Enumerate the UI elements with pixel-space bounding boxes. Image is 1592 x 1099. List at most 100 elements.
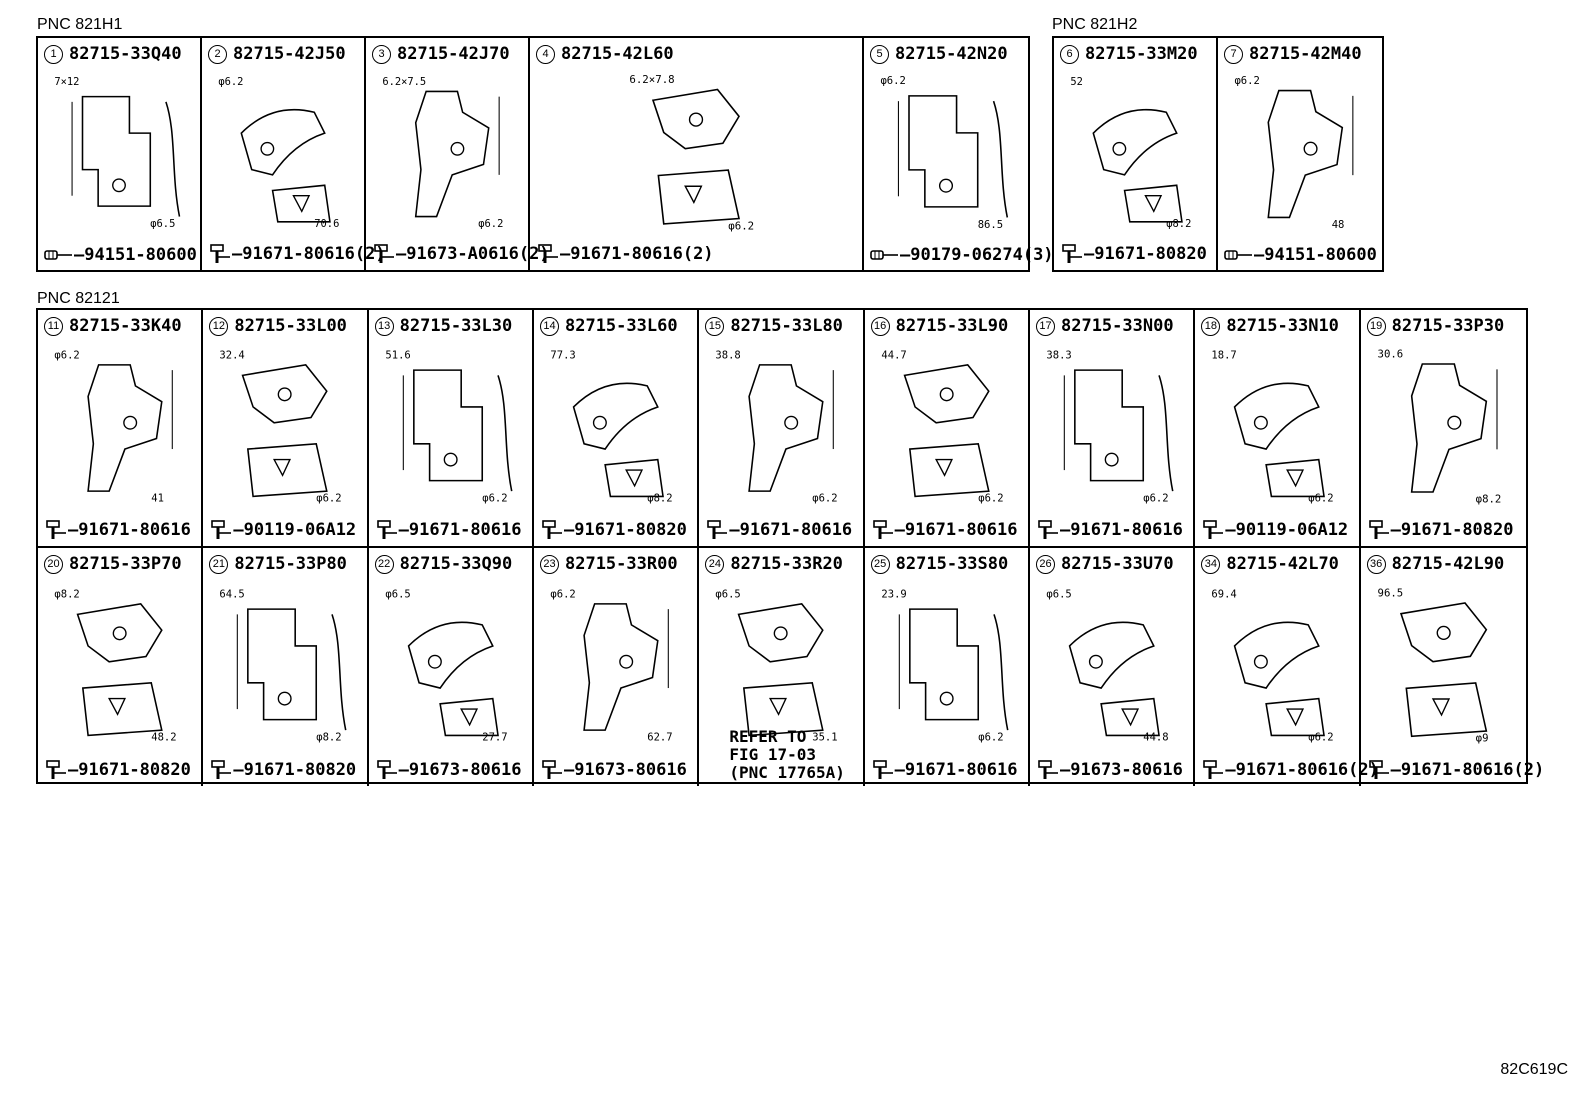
dimension-label: 62.7 — [647, 732, 672, 744]
fastener-row: —91673-80616 — [1036, 759, 1183, 781]
clip-icon — [1224, 250, 1252, 260]
fastener-row: —91673-A0616(2) — [372, 243, 550, 265]
dimension-label: 44.7 — [881, 350, 906, 362]
dimension-label: φ6.2 — [1143, 493, 1168, 505]
fastener-part-number: 91673-80616 — [408, 760, 522, 780]
dimension-label: φ8.2 — [54, 589, 79, 601]
part-number: 82715-33P30 — [1391, 316, 1505, 336]
callout-number: 16 — [870, 316, 890, 336]
leader-line: — — [900, 245, 911, 265]
callout-number: 24 — [705, 554, 725, 574]
dimension-label: 7×12 — [54, 76, 79, 88]
fastener-part-number: 91673-80616 — [574, 760, 687, 780]
dimension-label: 6.2×7.5 — [382, 76, 426, 88]
clip-icon — [44, 250, 72, 260]
fastener-part-number: 94151-80600 — [1264, 245, 1377, 265]
dimension-label: φ6.2 — [482, 493, 507, 505]
bolt-icon — [538, 244, 558, 263]
part-number: 82715-42J50 — [233, 44, 346, 64]
dimension-label: 69.4 — [1212, 589, 1237, 601]
dimension-label: φ6.2 — [728, 219, 754, 232]
callout-number: 1 — [44, 44, 63, 64]
clip-icon — [870, 250, 898, 260]
fastener-row: —91671-80820 — [1367, 519, 1514, 541]
bolt-icon — [872, 760, 893, 779]
bracket-illustration: 96.5 φ9 — [1377, 587, 1488, 745]
leader-line: — — [74, 245, 85, 265]
fastener-part-number: 91671-80820 — [574, 520, 687, 540]
group-label-821h1: PNC 821H1 — [37, 16, 123, 33]
fastener-part-number: 91671-80616(2) — [242, 244, 386, 264]
dimension-label: 48 — [1332, 219, 1345, 231]
fastener-part-number: 91673-A0616(2) — [406, 244, 550, 264]
bolt-icon — [46, 760, 66, 779]
dimension-label: 18.7 — [1212, 350, 1237, 362]
callout-number: 12 — [209, 316, 229, 336]
refer-note-line: REFER TO — [729, 727, 807, 746]
leader-line: — — [1084, 244, 1095, 264]
part-number: 82715-42N20 — [895, 44, 1008, 64]
leader-line: — — [68, 520, 79, 540]
fastener-row: —91671-80616 — [705, 519, 852, 541]
dimension-label: φ6.5 — [716, 589, 741, 601]
dimension-label: 38.3 — [1046, 350, 1071, 362]
part-number: 82715-33Q90 — [399, 554, 513, 574]
part-number: 82715-33N00 — [1060, 316, 1174, 336]
callout-number: 19 — [1366, 316, 1386, 336]
callout-number: 15 — [705, 316, 725, 336]
callout-number: 21 — [209, 554, 229, 574]
dimension-label: 38.8 — [716, 350, 741, 362]
fastener-part-number: 91671-80616 — [78, 520, 191, 540]
callout-number: 25 — [870, 554, 890, 574]
callout-number: 18 — [1201, 316, 1221, 336]
fastener-part-number: 91671-80616(2) — [570, 244, 714, 264]
dimension-label: φ9 — [1475, 732, 1488, 745]
fastener-row: —91671-80616(2) — [1367, 759, 1544, 781]
drawing-area: 96.5 φ9 — [1369, 578, 1518, 756]
bracket-illustration: 69.4φ6.2 — [1212, 589, 1334, 744]
dimension-label: φ6.2 — [218, 76, 243, 88]
bracket-illustration: 38.3 φ6.2 — [1046, 350, 1174, 505]
bracket-illustration: 77.3φ8.2 — [550, 350, 672, 505]
bracket-illustration: φ6.2 62.7 — [550, 589, 672, 744]
leader-line: — — [1059, 520, 1071, 540]
bolt-icon — [376, 760, 397, 779]
bolt-icon — [707, 520, 728, 539]
fastener-part-number: 91671-80820 — [1400, 520, 1514, 540]
leader-line: — — [560, 244, 571, 264]
refer-note-line: FIG 17-03 — [729, 745, 817, 764]
fastener-row: —91673-80616 — [540, 759, 687, 781]
bracket-illustration: 64.5φ8.2 — [220, 589, 347, 744]
bracket-illustration: φ6.544.8 — [1046, 589, 1168, 744]
dimension-label: 96.5 — [1377, 587, 1403, 600]
part-number: 82715-33L80 — [730, 316, 843, 336]
dimension-label: φ6.2 — [550, 589, 575, 601]
dimension-label: φ6.2 — [978, 732, 1003, 744]
dimension-label: φ6.2 — [1234, 75, 1259, 87]
bolt-icon — [374, 244, 394, 263]
callout-number: 3 — [372, 44, 391, 64]
leader-line: — — [398, 760, 409, 780]
dimension-label: φ6.2 — [54, 350, 79, 362]
